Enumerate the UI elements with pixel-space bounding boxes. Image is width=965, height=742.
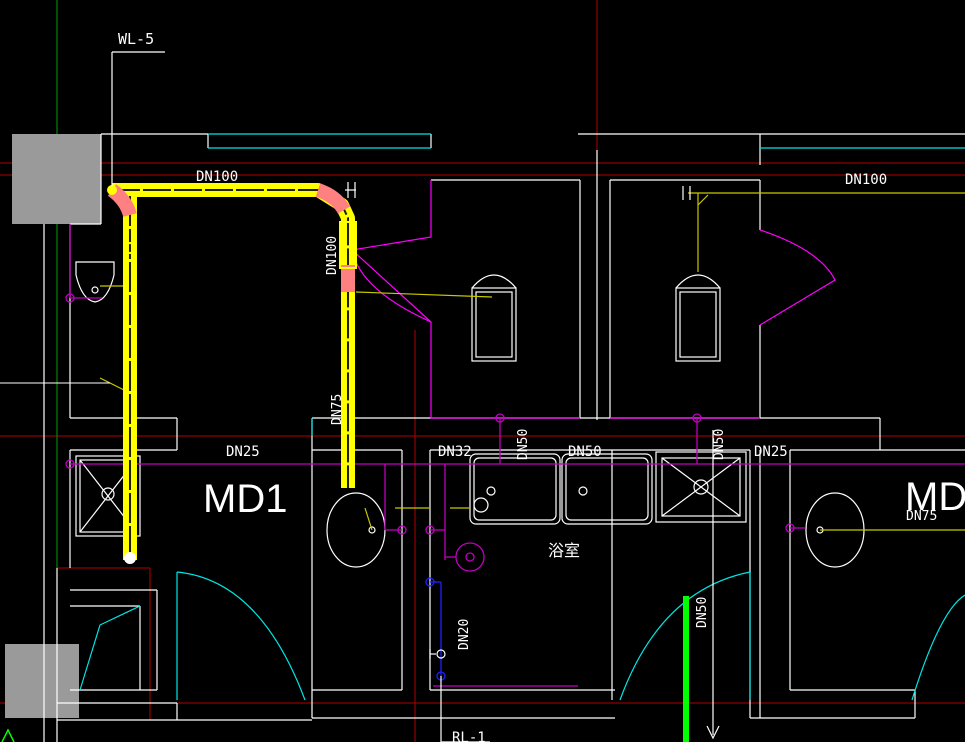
urinal (75, 261, 115, 303)
cyan-wall-lines (208, 133, 965, 436)
drain-arrow (706, 725, 720, 740)
double-sink (469, 453, 653, 525)
column-top-left (12, 134, 101, 224)
pipe-size-dn25-left: DN25 (226, 444, 260, 460)
room-tag-left: MD1 (203, 477, 287, 521)
pipe-size-dn50-horizontal: DN50 (568, 444, 602, 460)
walls (43, 133, 965, 742)
floor-drain-small (473, 497, 489, 513)
pipe-size-dn50-vertical: DN50 (516, 429, 531, 460)
pipe-size-dn100-top: DN100 (196, 169, 238, 185)
blue-pipe-dn20 (425, 577, 446, 681)
pipe-size-dn50-bottom: DN50 (695, 597, 710, 628)
column-bottom-left (5, 644, 79, 718)
pipe-size-dn100-right: DN100 (845, 172, 887, 188)
magenta-fittings (65, 293, 795, 572)
cleanout-caps (345, 182, 691, 200)
pipe-size-dn32: DN32 (438, 444, 472, 460)
mop-sink (655, 451, 747, 523)
pipe-size-dn50-right: DN50 (712, 429, 727, 460)
toilet-right-stall (675, 274, 721, 362)
pipe-size-dn75-right: DN75 (906, 509, 937, 524)
magenta-pipes (69, 224, 965, 687)
bottom-tag: RL-1 (452, 730, 486, 742)
pipe-size-dn100-vertical: DN100 (325, 236, 340, 275)
valve-symbol (429, 649, 446, 742)
pipe-size-dn75-vertical: DN75 (330, 394, 345, 425)
stall-doors (351, 180, 836, 419)
pipe-size-dn20: DN20 (457, 619, 472, 650)
ucs-icon (1, 728, 15, 742)
basin-left (326, 492, 386, 568)
room-tag-right: MD1 (905, 475, 965, 519)
door-swings (79, 571, 965, 701)
pipe-size-dn25-right: DN25 (754, 444, 788, 460)
selected-drain-pipe[interactable] (107, 183, 357, 564)
room-name: 浴室 (548, 542, 580, 560)
riser-leader (111, 51, 165, 186)
toilet-left-stall (471, 274, 517, 362)
riser-label: WL-5 (118, 30, 154, 48)
